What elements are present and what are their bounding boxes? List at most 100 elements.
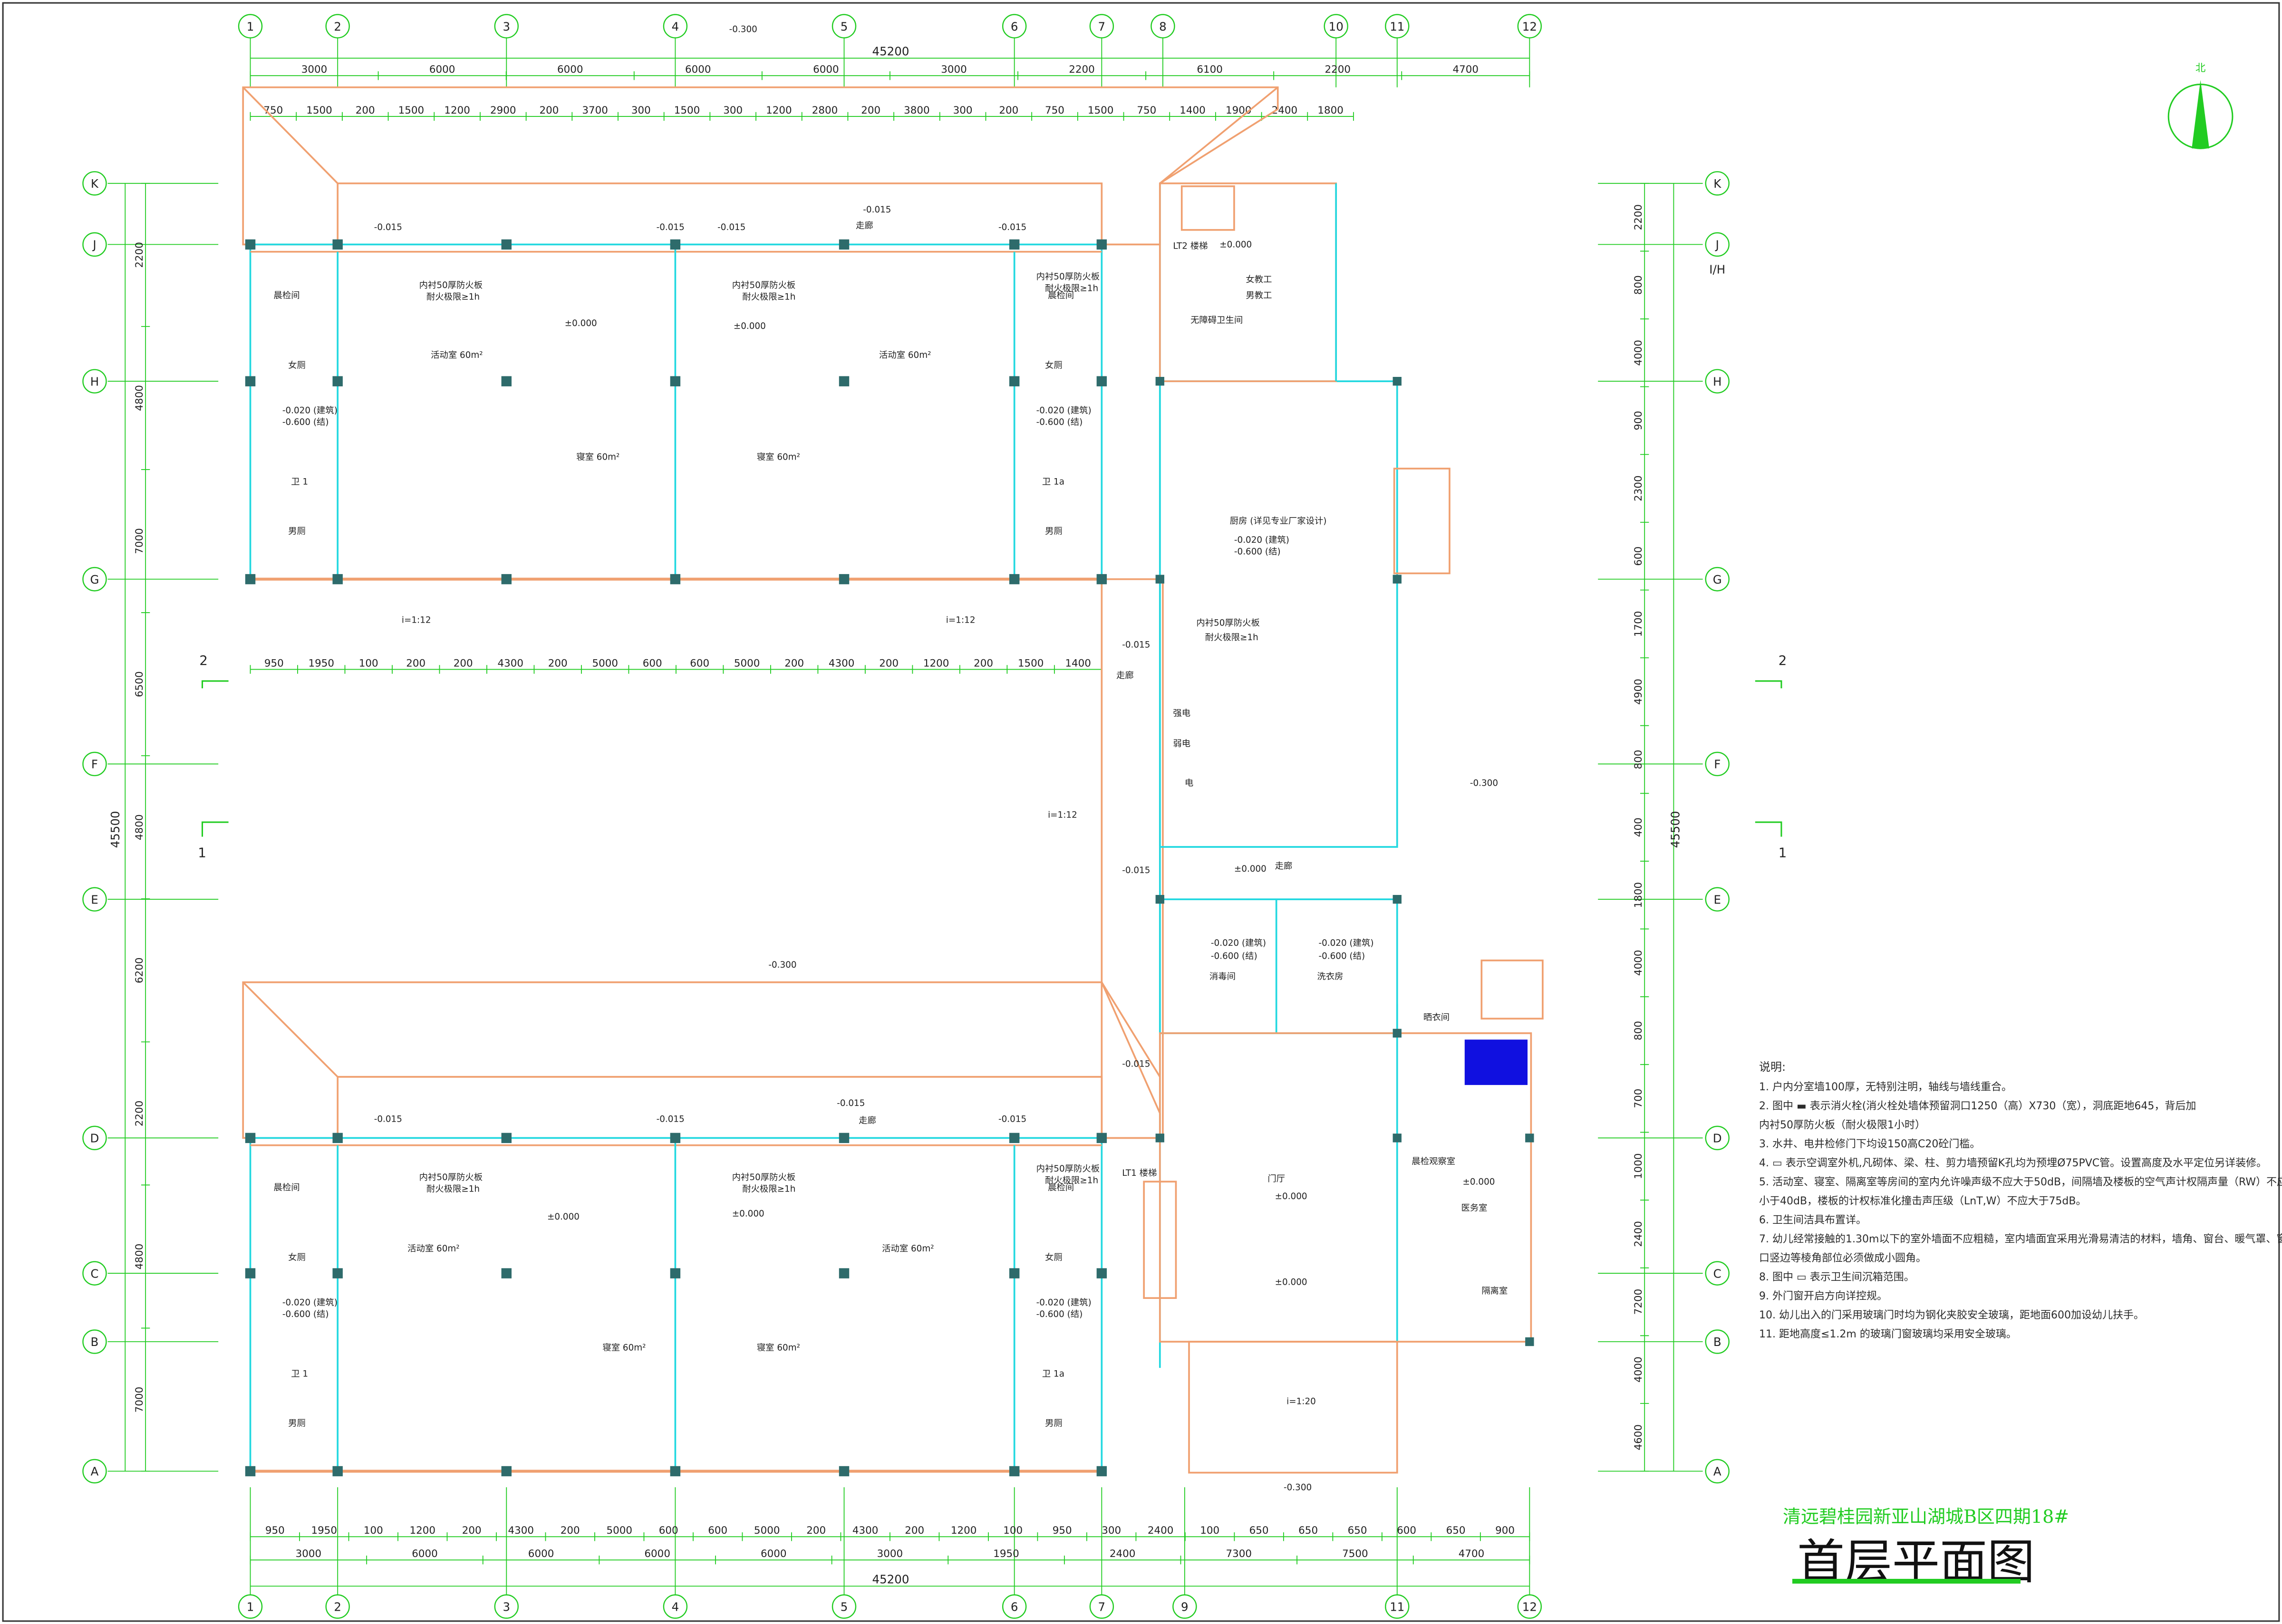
dimension-label: 200 <box>406 657 425 669</box>
column <box>332 1133 343 1144</box>
grid-bubble-left: A <box>91 1465 99 1479</box>
level-mark: -0.015 <box>657 222 685 232</box>
level-mark: -0.600 (结) <box>1211 951 1257 961</box>
level-mark: -0.600 (结) <box>1036 417 1083 427</box>
room-label: 隔离室 <box>1481 1286 1508 1296</box>
grid-bubble-bottom-circle <box>1002 1594 1027 1619</box>
kitchen-block <box>1159 380 1398 848</box>
dimension-label: 3700 <box>582 105 608 116</box>
grid-bubble-top: 8 <box>1159 19 1167 33</box>
column <box>501 1466 512 1477</box>
grid-bubble-right-circle <box>1705 887 1730 912</box>
fire-board-note: 内衬50厚防火板 <box>732 1172 796 1182</box>
room-label: 晨检观察室 <box>1412 1156 1455 1166</box>
level-mark: -0.600 (结) <box>1318 951 1365 961</box>
dimension-label: 1400 <box>1065 657 1091 669</box>
grid-bubble-top: 12 <box>1522 19 1537 33</box>
note-line: 2. 图中 ▬ 表示消火栓(消火栓处墙体预留洞口1250（高）X730（宽），洞… <box>1759 1100 2196 1112</box>
dimension-label: 750 <box>1137 105 1156 116</box>
dimension-label: 2200 <box>1633 204 1644 231</box>
grid-bubble-bottom: 9 <box>1181 1600 1189 1614</box>
dimension-label: 1500 <box>398 105 425 116</box>
column <box>501 239 512 250</box>
dimension-label: 600 <box>659 1525 678 1537</box>
fire-board-note: 耐火极限≥1h <box>1045 1175 1098 1185</box>
column <box>670 239 681 250</box>
dimension-label: 100 <box>1003 1525 1023 1537</box>
dimension-label: 1000 <box>1633 1153 1644 1179</box>
room-label: 女厕 <box>1045 361 1063 371</box>
dimension-label: 1800 <box>1317 105 1344 116</box>
column <box>332 1268 343 1278</box>
dimension-label: 950 <box>1053 1525 1072 1537</box>
grid-bubble-top: 7 <box>1098 19 1106 33</box>
grid-bubble-left-circle <box>82 171 107 196</box>
grid-bubble-top-circle <box>325 14 350 38</box>
grid-bubble-bottom: 3 <box>503 1600 511 1614</box>
note-line: 6. 卫生间洁具布置详。 <box>1759 1214 1866 1226</box>
column <box>1155 895 1164 904</box>
fire-board-note: 耐火极限≥1h <box>426 292 480 302</box>
grid-bubble-top: 5 <box>841 19 848 33</box>
grid-bubble-left: J <box>92 238 96 252</box>
fire-board-note: 内衬50厚防火板 <box>419 280 483 290</box>
column <box>1155 575 1164 584</box>
dimension-label: 600 <box>690 657 709 669</box>
level-mark: -0.300 <box>729 24 757 34</box>
grid-bubble-bottom-circle <box>325 1594 350 1619</box>
grid-bubble-left: B <box>91 1335 99 1349</box>
room-label: 女厕 <box>1045 1253 1063 1263</box>
room-label: 晒衣间 <box>1423 1012 1450 1022</box>
grid-bubble-bottom-circle <box>238 1594 263 1619</box>
level-mark: -0.015 <box>998 222 1026 232</box>
grid-bubble-bottom-circle <box>1089 1594 1114 1619</box>
room-label: 寝室 60m² <box>576 452 619 462</box>
grid-bubble-right: E <box>1714 893 1721 906</box>
level-mark: -0.015 <box>863 205 891 215</box>
grid-bubble-bottom: 12 <box>1522 1600 1537 1614</box>
room-labels: 活动室 60m² 寝室 60m² 寝室 60m² 活动室 60m² 晨检间 女厕… <box>274 221 1508 1429</box>
dimension-label: 2900 <box>490 105 516 116</box>
section-mark-1-left: 1 <box>198 845 206 860</box>
dimension-label: 4800 <box>134 385 145 411</box>
room-label: 男厕 <box>288 1419 306 1429</box>
grid-bubble-left-circle <box>82 1261 107 1286</box>
grid-bubble-right: G <box>1713 573 1722 586</box>
column <box>1009 376 1020 386</box>
level-mark: -0.600 (结) <box>282 1309 329 1319</box>
note-line: 口竖边等棱角部位必须做成小圆角。 <box>1759 1252 1927 1264</box>
dimension-label: 6000 <box>429 64 455 76</box>
grid-bubble-left-circle <box>82 369 107 394</box>
grid-bubble-right: D <box>1713 1132 1722 1145</box>
room-label: 强电 <box>1173 708 1190 718</box>
level-mark: -0.015 <box>374 222 402 232</box>
column <box>245 574 256 585</box>
column <box>332 239 343 250</box>
grid-bubble-bottom: 2 <box>334 1600 341 1614</box>
room-label: 洗衣房 <box>1317 972 1343 982</box>
north-arrow: 北 <box>2167 62 2234 149</box>
dimension-label: 4600 <box>1633 1424 1644 1451</box>
room-label: 女厕 <box>288 1253 306 1263</box>
column <box>1009 1133 1020 1144</box>
dimension-label: 600 <box>708 1525 727 1537</box>
level-mark: -0.020 (建筑) <box>1036 1297 1092 1307</box>
grid-bubble-top-circle <box>494 14 519 38</box>
dimension-label: 6000 <box>412 1548 438 1560</box>
dimension-label: 1500 <box>1018 657 1044 669</box>
room-label: 男教工 <box>1246 291 1272 301</box>
room-label: 寝室 60m² <box>757 452 800 462</box>
dimension-label: 2300 <box>1633 475 1644 501</box>
link-corridor <box>1101 578 1164 1139</box>
dimension-label: 2400 <box>1148 1525 1174 1537</box>
grid-bubble-top-circle <box>1002 14 1027 38</box>
column <box>839 1466 850 1477</box>
dimension-label: 1400 <box>1180 105 1206 116</box>
level-mark: ±0.000 <box>1463 1177 1495 1187</box>
note-line: 1. 户内分室墙100厚，无特别注明，轴线与墙线重合。 <box>1759 1081 2012 1093</box>
level-mark: -0.015 <box>1122 640 1150 650</box>
column <box>670 376 681 386</box>
dimension-label: 6000 <box>644 1548 670 1560</box>
